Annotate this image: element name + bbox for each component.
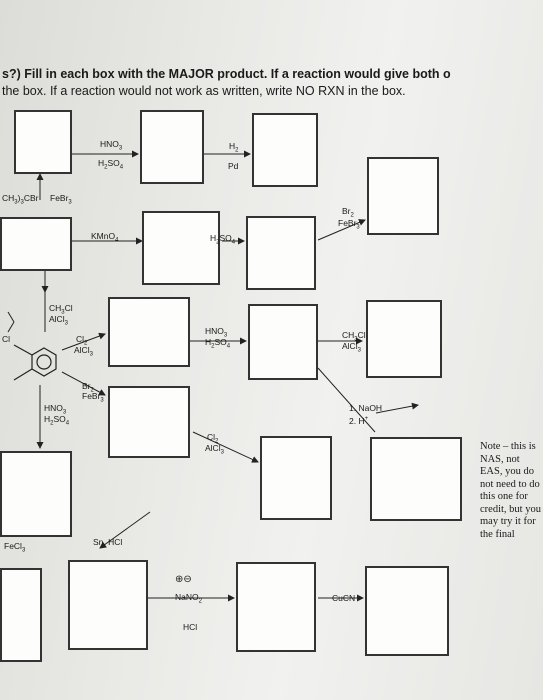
reagent-mecl-2: CH3Cl — [342, 330, 366, 343]
reagent-cucn: CuCN — [332, 593, 356, 603]
box-chlorination-2[interactable] — [260, 436, 332, 520]
reagent-tbucl: CH3)3CBr — [2, 193, 39, 206]
box-bromination-2[interactable] — [108, 386, 190, 458]
box-bromination-1[interactable] — [367, 157, 439, 235]
instruction-line-1: s?) Fill in each box with the MAJOR prod… — [2, 67, 451, 81]
reagent-h2so4-4: H2SO4 — [44, 414, 70, 427]
reagent-febr3-1: FeBr3 — [50, 193, 72, 206]
reagent-pd: Pd — [228, 161, 239, 171]
box-chlorination-1[interactable] — [108, 297, 190, 367]
reagent-h2: H2 — [229, 141, 239, 154]
instruction-line-2: the box. If a reaction would not work as… — [2, 84, 406, 98]
benzene-ring — [13, 344, 57, 381]
box-sandmeyer[interactable] — [365, 566, 449, 656]
reagent-naoh: 1. NaOH — [349, 403, 383, 413]
reagent-hno3-3: HNO3 — [44, 403, 67, 416]
charge-symbols: ⊕⊖ — [175, 574, 192, 585]
reagent-hcl: HCl — [183, 622, 198, 632]
reagent-cl2-1: Cl2 — [76, 334, 88, 347]
box-start-1[interactable] — [14, 110, 72, 174]
box-reduction-1[interactable] — [252, 113, 318, 187]
reagent-br2-1: Br2 — [342, 206, 354, 219]
reagent-alcl3-4: AlCl3 — [205, 443, 224, 456]
fragment-cl: Cl — [2, 334, 11, 344]
box-nitration-1[interactable] — [140, 110, 204, 184]
reagent-alcl3-1: AlCl3 — [49, 314, 68, 327]
reagent-mecl-1: CH3Cl — [49, 303, 73, 316]
box-alkylation-1[interactable] — [0, 217, 72, 271]
nas-note: Note – this is NAS, not EAS, you do not … — [480, 441, 541, 540]
reagent-febr3-2: FeBr3 — [338, 218, 360, 231]
reagent-hno3-2: HNO3 — [205, 326, 228, 339]
box-nitration-3[interactable] — [0, 451, 72, 537]
box-alkylation-2[interactable] — [366, 300, 442, 378]
reagent-h2so4-1: H2SO4 — [98, 158, 124, 171]
acyl-chloride-fragment — [7, 311, 15, 333]
reagent-febr3-3: FeBr3 — [82, 391, 104, 404]
box-oxidation-1[interactable] — [142, 211, 220, 285]
reagent-sn-hcl: Sn, HCl — [93, 537, 123, 547]
reagent-kmno4: KMnO4 — [91, 231, 119, 244]
reagent-cl2-2: Cl2 — [207, 432, 219, 445]
reagent-hplus: 2. H+ — [349, 415, 369, 426]
box-sulfonation-1[interactable] — [246, 216, 316, 290]
box-diazonium[interactable] — [236, 562, 316, 652]
box-reduction-2[interactable] — [68, 560, 148, 650]
reagent-fecl3: FeCl3 — [4, 541, 26, 554]
reagent-alcl3-3: AlCl3 — [342, 341, 361, 354]
box-nitration-2[interactable] — [248, 304, 318, 380]
reagent-h2so4-3: H2SO4 — [205, 337, 231, 350]
box-fecl3[interactable] — [0, 568, 42, 662]
reagent-h2so4-2: H2SO4 — [210, 233, 236, 246]
reagent-br2-2: Br2 — [82, 381, 94, 394]
reagent-nano2: NaNO2 — [175, 592, 202, 605]
box-nas[interactable] — [370, 437, 462, 521]
reagent-hno3-1: HNO3 — [100, 139, 123, 152]
reagent-alcl3-2: AlCl3 — [74, 345, 93, 358]
